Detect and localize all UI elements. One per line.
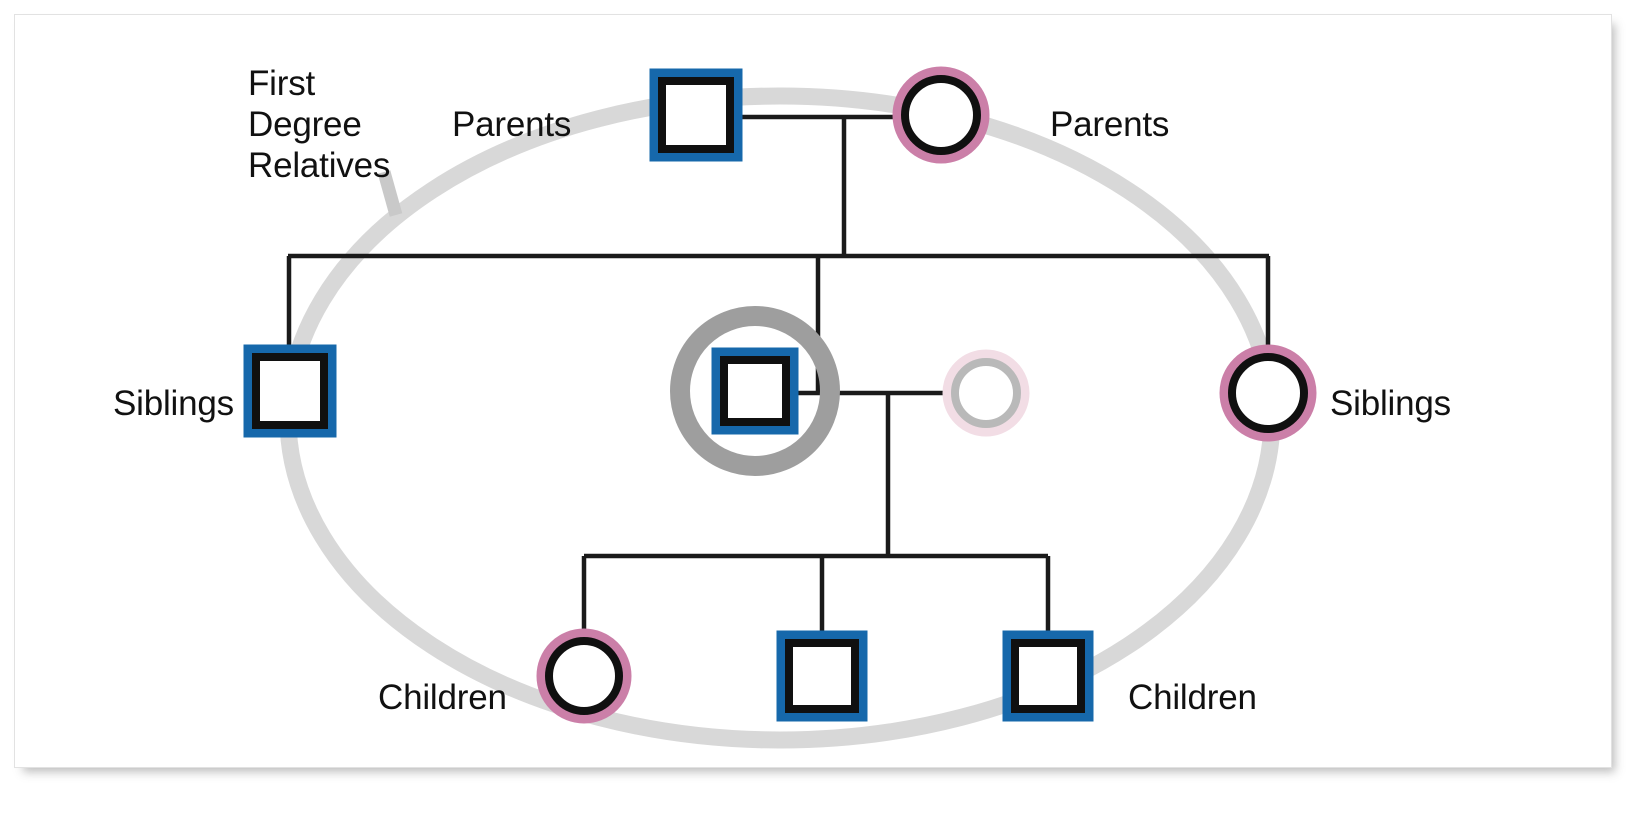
label-siblings-right: Siblings bbox=[1330, 384, 1451, 423]
proband-highlight-ring bbox=[670, 306, 840, 476]
symbol-outline-female-child-1 bbox=[545, 637, 623, 715]
symbol-sibling-left[interactable] bbox=[243, 344, 337, 438]
symbol-child-3[interactable] bbox=[1002, 630, 1094, 722]
symbol-child-2[interactable] bbox=[776, 630, 868, 722]
connector-lines bbox=[286, 114, 1271, 644]
symbol-outline-male-proband bbox=[720, 356, 790, 426]
label-first-degree-relatives: First Degree Relatives bbox=[248, 64, 391, 185]
symbol-outline-female-spouse bbox=[951, 358, 1021, 428]
first-degree-relatives-pointer bbox=[377, 170, 403, 217]
label-children-right: Children bbox=[1128, 678, 1257, 717]
symbol-outline-male-father bbox=[658, 77, 734, 153]
label-parents-left: Parents bbox=[452, 105, 572, 144]
symbol-sibling-right[interactable] bbox=[1219, 344, 1317, 442]
individual-symbols bbox=[243, 66, 1317, 724]
proband-highlight-ring bbox=[670, 306, 840, 476]
symbol-outline-male-child-3 bbox=[1011, 639, 1085, 713]
symbol-spouse[interactable] bbox=[942, 349, 1030, 437]
symbol-outline-female-sibling-right bbox=[1228, 353, 1308, 433]
label-parents-right: Parents bbox=[1050, 105, 1170, 144]
symbol-outline-female-mother bbox=[901, 75, 981, 155]
label-children-left: Children bbox=[378, 678, 507, 717]
symbol-child-1[interactable] bbox=[536, 628, 632, 724]
label-siblings-left: Siblings bbox=[113, 384, 234, 423]
symbol-outline-male-sibling-left bbox=[252, 353, 328, 429]
symbol-outline-male-child-2 bbox=[785, 639, 859, 713]
symbol-mother[interactable] bbox=[892, 66, 990, 164]
symbol-proband[interactable] bbox=[711, 347, 799, 435]
first-degree-relatives-pointer bbox=[377, 170, 403, 217]
symbol-father[interactable] bbox=[649, 68, 743, 162]
